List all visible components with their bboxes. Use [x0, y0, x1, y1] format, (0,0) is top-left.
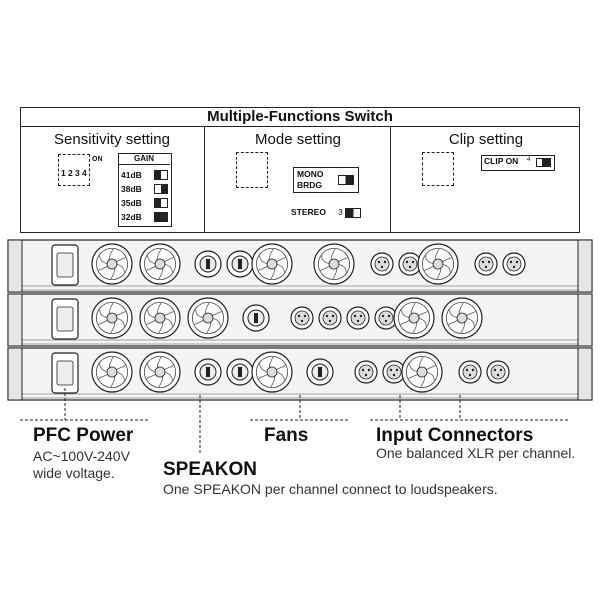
- clip-title: Clip setting: [448, 131, 524, 148]
- dip-switch-icon: [58, 154, 90, 186]
- dip-number-2: 2: [68, 168, 73, 178]
- dip-switch-icon: [422, 152, 454, 186]
- column-divider: [390, 126, 391, 233]
- clip-on-label: CLIP ON: [484, 156, 519, 166]
- stereo-label: STEREO: [291, 207, 326, 217]
- gain-switch-38: [154, 184, 168, 194]
- mono-label: MONO: [297, 169, 324, 179]
- gain-switch-35: [154, 198, 168, 208]
- speakon-desc: One SPEAKON per channel connect to louds…: [163, 481, 498, 497]
- brdg-label: BRDG: [297, 180, 323, 190]
- gain-row-32db: 32dB: [121, 212, 142, 222]
- gain-header: GAIN: [118, 153, 170, 165]
- gain-row-41db: 41dB: [121, 170, 142, 180]
- column-divider: [204, 126, 205, 233]
- pfc-power-desc-line2: wide voltage.: [33, 465, 115, 481]
- input-connectors-desc: One balanced XLR per channel.: [376, 445, 576, 461]
- clip-switch-number: 4: [527, 157, 531, 163]
- gain-switch-32: [154, 212, 168, 222]
- switch-panel-title: Multiple-Functions Switch: [207, 108, 393, 125]
- stereo-switch-icon: [345, 208, 361, 218]
- switch-panel: [20, 107, 580, 233]
- gain-switch-41: [154, 170, 168, 180]
- dip-number-4: 4: [82, 168, 87, 178]
- switch-panel-header-divider: [20, 126, 580, 127]
- clip-switch-icon: [536, 158, 551, 167]
- pfc-power-title: PFC Power: [33, 425, 134, 446]
- mono-brdg-box: [293, 167, 359, 193]
- sensitivity-title: Sensitivity setting: [54, 131, 170, 148]
- dip-number-1: 1: [61, 168, 66, 178]
- mode-switch-number: 3: [338, 207, 343, 217]
- gain-row-35db: 35dB: [121, 198, 142, 208]
- gain-row-38db: 38dB: [121, 184, 142, 194]
- dip-on-label: ON: [92, 156, 103, 163]
- speakon-title: SPEAKON: [163, 459, 257, 480]
- clip-box: [481, 155, 555, 171]
- mode-title: Mode setting: [255, 131, 341, 148]
- dip-number-3: 3: [75, 168, 80, 178]
- input-connectors-title: Input Connectors: [376, 425, 534, 446]
- pfc-power-desc-line1: AC~100V-240V: [33, 448, 130, 464]
- dip-switch-icon: [236, 152, 268, 188]
- fans-title: Fans: [264, 425, 309, 446]
- gain-table: [118, 153, 172, 227]
- mode-switch-icon: [338, 175, 354, 185]
